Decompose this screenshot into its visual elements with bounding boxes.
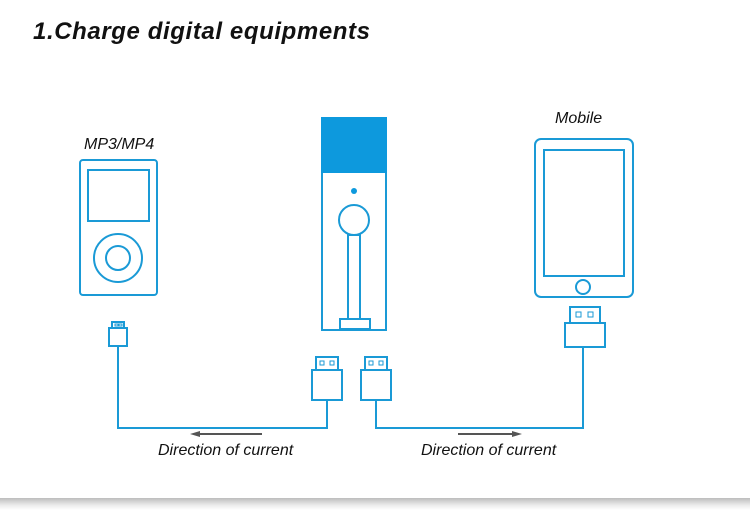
cable-right [375,347,584,429]
page-title: 1.Charge digital equipments [33,18,371,45]
cable-left [117,346,328,429]
direction-label-left: Direction of current [158,442,294,459]
bottom-divider [0,498,750,510]
mp3-player-icon [79,159,158,296]
mobile-phone-icon [534,138,634,298]
usb-plug-left-icon [311,356,343,401]
mp3-label: MP3/MP4 [84,136,155,153]
mobile-label: Mobile [555,110,603,127]
phone-plug-icon [564,306,606,348]
usb-plug-right-icon [360,356,392,401]
power-bank-icon [321,117,387,331]
direction-label-right: Direction of current [421,442,557,459]
